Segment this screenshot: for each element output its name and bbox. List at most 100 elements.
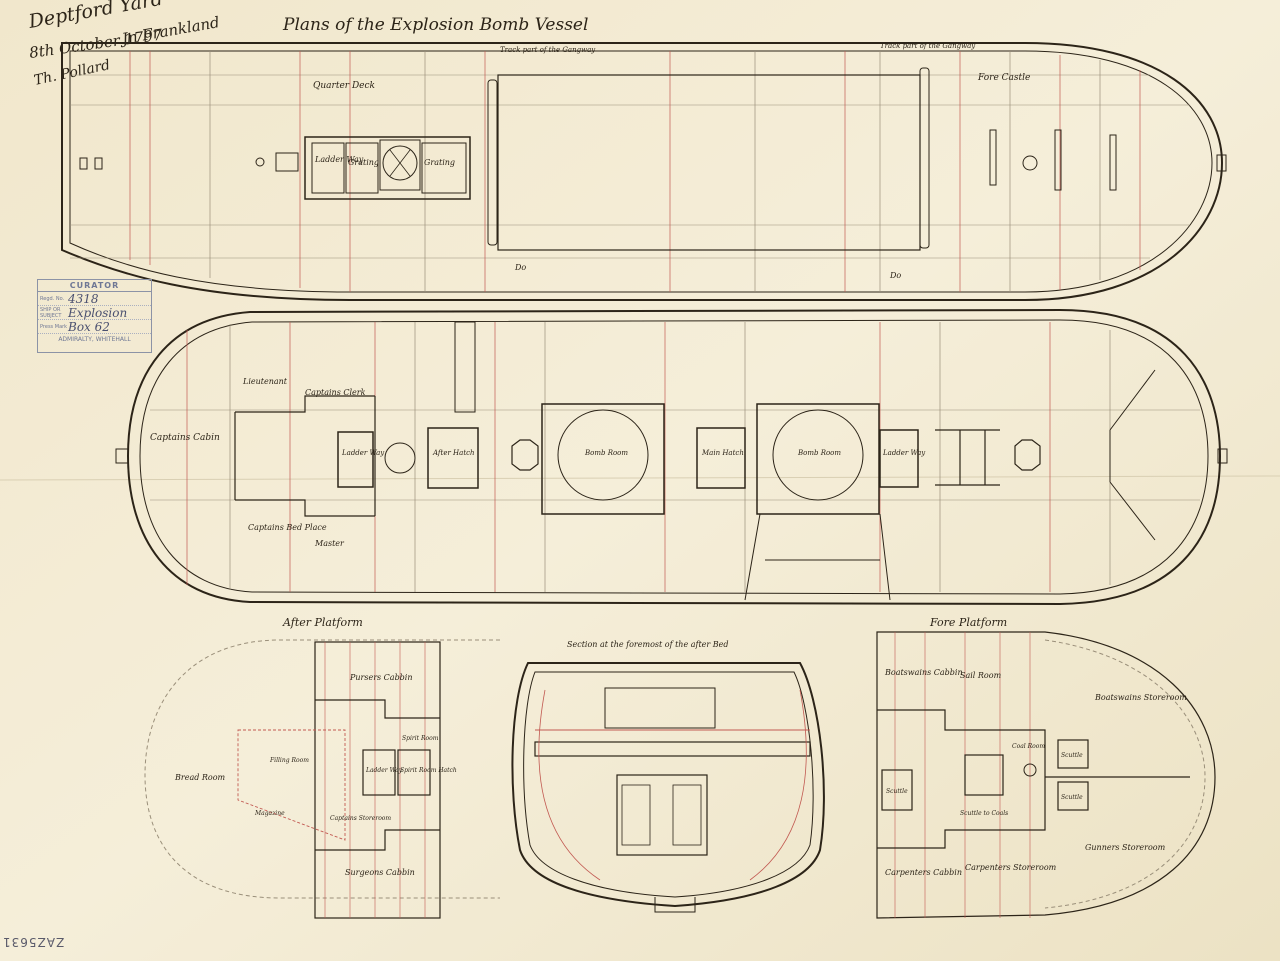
upper-deck-hull-inner [69, 50, 1213, 293]
fore-scuttle-1 [881, 769, 913, 811]
stamp-label-press: Press Mark [40, 323, 68, 330]
bomb-room-fore [756, 403, 880, 515]
capstan-box [379, 139, 421, 191]
section-deck-beam [534, 741, 811, 757]
label-do-2: Do [889, 271, 901, 280]
label-gunners-storeroom: Gunners Storeroom [1085, 843, 1166, 852]
label-scuttle-to-coals: Scuttle to Coals [960, 810, 1008, 817]
section-keel [654, 897, 696, 913]
stamp-header: CURATOR [38, 280, 151, 292]
stamp-press-mark: Box 62 [68, 319, 110, 334]
label-lieutenant: Lieutenant [242, 377, 288, 386]
ladder-grating-frame [304, 136, 471, 200]
stamp-row-press: Press Mark Box 62 [38, 320, 151, 334]
label-carpenters-cabbin: Carpenters Cabbin [885, 868, 962, 877]
lower-bow-fitting [1217, 448, 1228, 464]
stamp-label-regd: Regd. No. [40, 295, 65, 302]
label-fore-castle: Fore Castle [977, 73, 1030, 83]
bomb-room-fore-mortar-bed [772, 409, 864, 501]
stamp-regd-no: 4318 [68, 291, 99, 306]
label-sail-room: Sail Room [960, 671, 1002, 680]
magazine-passage [744, 513, 891, 601]
lower-deck-hull-inner [139, 319, 1209, 595]
catalogue-number: ZAZ5631 [2, 935, 65, 949]
label-main-hatch: Main Hatch [701, 449, 744, 457]
capstan-icon [382, 145, 418, 181]
section-drawing: Section at the foremost of the after Bed [511, 640, 825, 913]
curator-stamp: CURATOR Regd. No. 4318 SHIP OR SUBJECT E… [37, 279, 152, 353]
label-scuttle-2: Scuttle [1061, 752, 1083, 759]
bow-fitting [1216, 154, 1227, 172]
label-pursers-cabbin: Pursers Cabbin [349, 673, 413, 682]
plan-title: Plans of the Explosion Bomb Vessel [282, 15, 588, 35]
label-grating-2: Grating [424, 158, 455, 167]
label-fore-ladder-way: Ladder Way [882, 449, 926, 457]
fore-mast-partner [1014, 439, 1041, 471]
label-boatswains-cabbin: Boatswains Cabbin [884, 668, 963, 677]
label-bread-room: Bread Room [174, 773, 226, 782]
grating-box-2 [421, 142, 467, 194]
stamp-label-subject: SHIP OR SUBJECT [40, 306, 62, 319]
cabin-bulkheads [234, 395, 376, 517]
label-ladder-way: Ladder Way [314, 155, 364, 164]
label-scuttle-3: Scuttle [1061, 794, 1083, 801]
after-platform-plan: After Platform Pursers Cabbin Bread Room… [144, 616, 500, 919]
after-platform-title: After Platform [282, 616, 363, 629]
mast-step-fore [1022, 155, 1038, 171]
fore-mast-step [1023, 763, 1037, 777]
after-platform-room-block [314, 641, 441, 919]
upper-deck-frame-lines [129, 51, 1141, 292]
fore-scuttle-3 [1057, 781, 1089, 811]
section-hull-inner [523, 671, 814, 898]
label-after-hatch: After Hatch [432, 449, 475, 457]
label-scuttle-1: Scuttle [886, 788, 908, 795]
after-platform-bulkheads [315, 699, 440, 851]
grating-box-1 [345, 142, 379, 194]
label-gangway-aft: Track part of the Gangway [500, 46, 596, 54]
bomb-room-aft-mortar-bed [557, 409, 649, 501]
label-boatswains-storeroom: Boatswains Storeroom [1094, 693, 1187, 702]
spirit-room-hatch-box [397, 749, 431, 796]
pump-well [454, 321, 476, 413]
magazine-outline [237, 729, 346, 841]
lower-capstan-icon [384, 442, 416, 474]
label-captains-storeroom: Captains Storeroom [330, 815, 391, 822]
lower-ladder-way-box [337, 431, 374, 488]
label-carpenters-storeroom: Carpenters Storeroom [965, 863, 1057, 872]
bomb-room-aft [541, 403, 665, 515]
section-shot-locker-2 [672, 784, 702, 846]
label-filling-room: Filling Room [269, 757, 309, 764]
lower-deck-plan: Lieutenant Captains Clerk Captains Cabin… [115, 308, 1228, 606]
section-mortar-bed [616, 774, 708, 856]
aft-mast-partner [511, 439, 539, 471]
stamp-footer: ADMIRALTY, WHITEHALL [58, 336, 131, 343]
stern-fitting-2 [94, 157, 103, 170]
fore-platform-frame-lines [894, 632, 1031, 918]
bitt-3 [1109, 134, 1117, 191]
fore-ladder-way-box [879, 429, 919, 488]
label-magazine: Magazine [254, 810, 285, 817]
main-hatch-box [696, 427, 746, 489]
label-bomb-room-aft: Bomb Room [584, 449, 628, 457]
section-inner-frames [538, 689, 807, 881]
label-captains-bed-place: Captains Bed Place [248, 523, 327, 532]
fore-riding-bitts [935, 429, 1000, 486]
after-platform-frame-lines [324, 642, 426, 918]
upper-deck-planking [70, 74, 1190, 259]
section-title: Section at the foremost of the after Bed [567, 640, 729, 649]
bitt-2 [1054, 129, 1062, 191]
after-platform-hull-outline [144, 639, 500, 899]
label-master: Master [314, 539, 345, 548]
stamp-subject: Explosion [68, 305, 128, 320]
after-hatch-box [427, 427, 479, 489]
fore-platform-bulkheads [877, 709, 1190, 849]
label-quarter-deck: Quarter Deck [313, 81, 375, 91]
fore-platform-title: Fore Platform [929, 616, 1007, 629]
label-bomb-room-fore: Bomb Room [797, 449, 841, 457]
label-gangway-fore: Track part of the Gangway [880, 42, 976, 50]
section-bomb-room [604, 687, 716, 729]
upper-deck-hull-outline [61, 42, 1224, 301]
label-spirit-room: Spirit Room [402, 735, 439, 742]
mast-step-aft [255, 157, 265, 167]
label-spirit-room-hatch: Spirit Room Hatch [400, 767, 457, 774]
